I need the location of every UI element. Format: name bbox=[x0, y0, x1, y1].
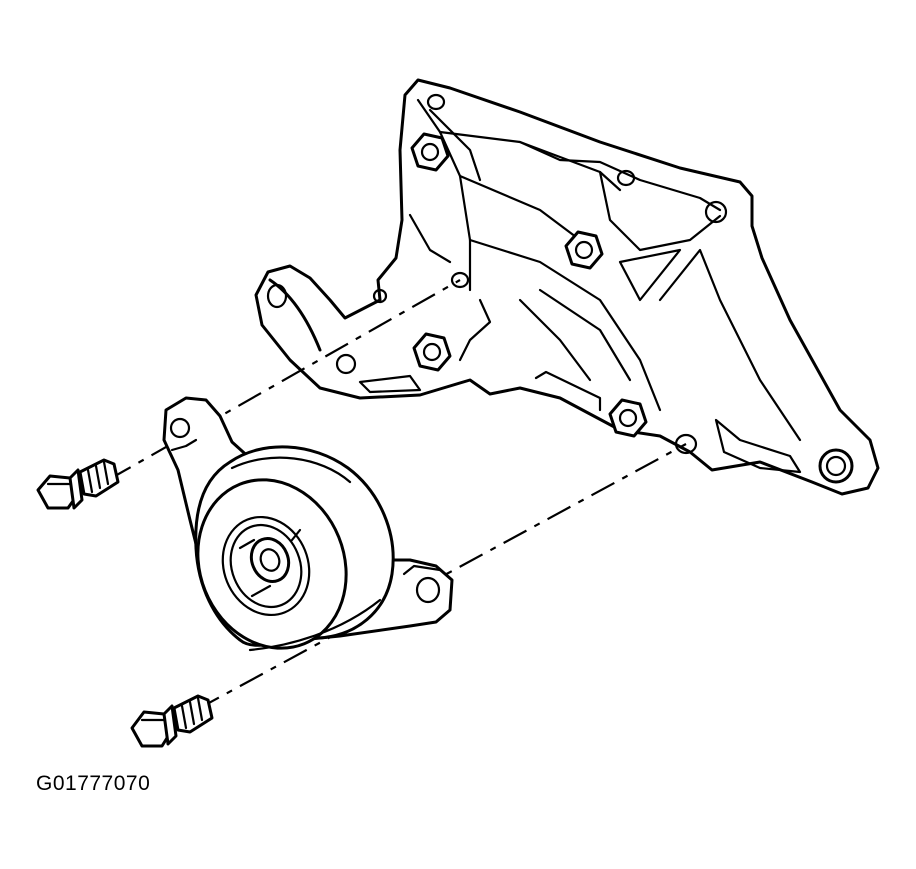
tensioner-bolt-lower bbox=[130, 694, 214, 748]
bracket-bolt bbox=[564, 230, 604, 270]
mounting-bracket bbox=[254, 78, 880, 496]
tensioner-bolt-upper bbox=[36, 458, 120, 510]
bracket-bolts bbox=[410, 132, 648, 438]
idler-pulley bbox=[194, 445, 395, 652]
tensioner-assembly bbox=[162, 396, 454, 652]
bracket-bolt bbox=[410, 132, 450, 172]
bracket-bolt bbox=[608, 398, 648, 438]
bracket-bolt bbox=[412, 332, 452, 372]
figure-id-label: G01777070 bbox=[36, 772, 151, 795]
